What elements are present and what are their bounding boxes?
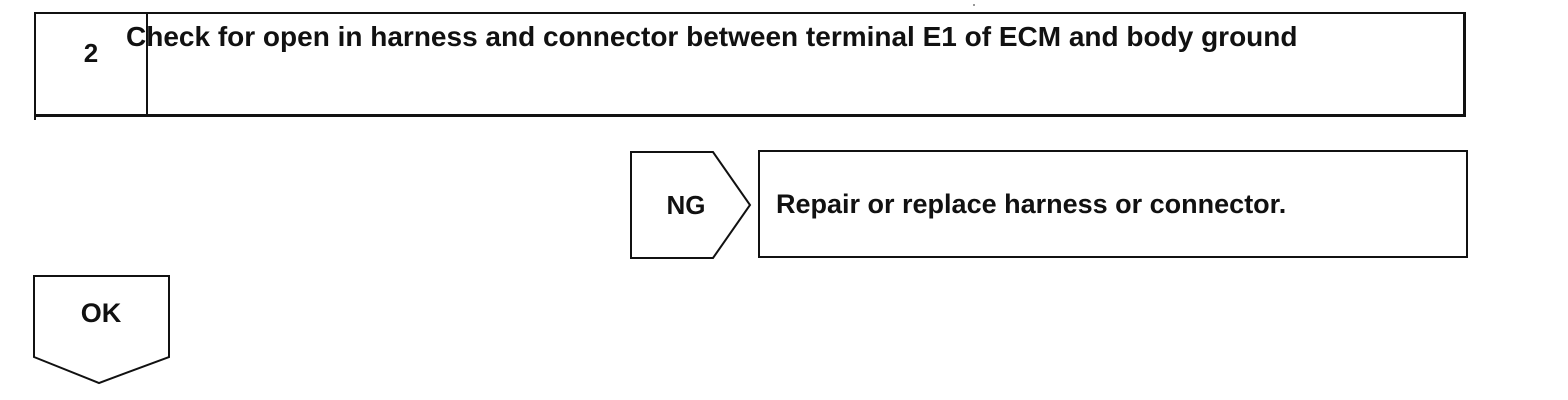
scan-speck bbox=[973, 4, 975, 6]
step-box: 2 bbox=[34, 12, 1466, 117]
step-number: 2 bbox=[36, 14, 148, 114]
step-box-left-tick bbox=[34, 100, 36, 120]
ok-arrow-box bbox=[33, 275, 170, 385]
ng-label: NG bbox=[666, 189, 706, 220]
ok-label: OK bbox=[80, 298, 122, 328]
ng-arrow-box bbox=[630, 151, 752, 259]
step-title: Check for open in harness and connector … bbox=[126, 21, 1298, 52]
ng-action-text: Repair or replace harness or connector. bbox=[776, 188, 1287, 219]
ng-action-box: Repair or replace harness or connector. bbox=[758, 150, 1468, 258]
